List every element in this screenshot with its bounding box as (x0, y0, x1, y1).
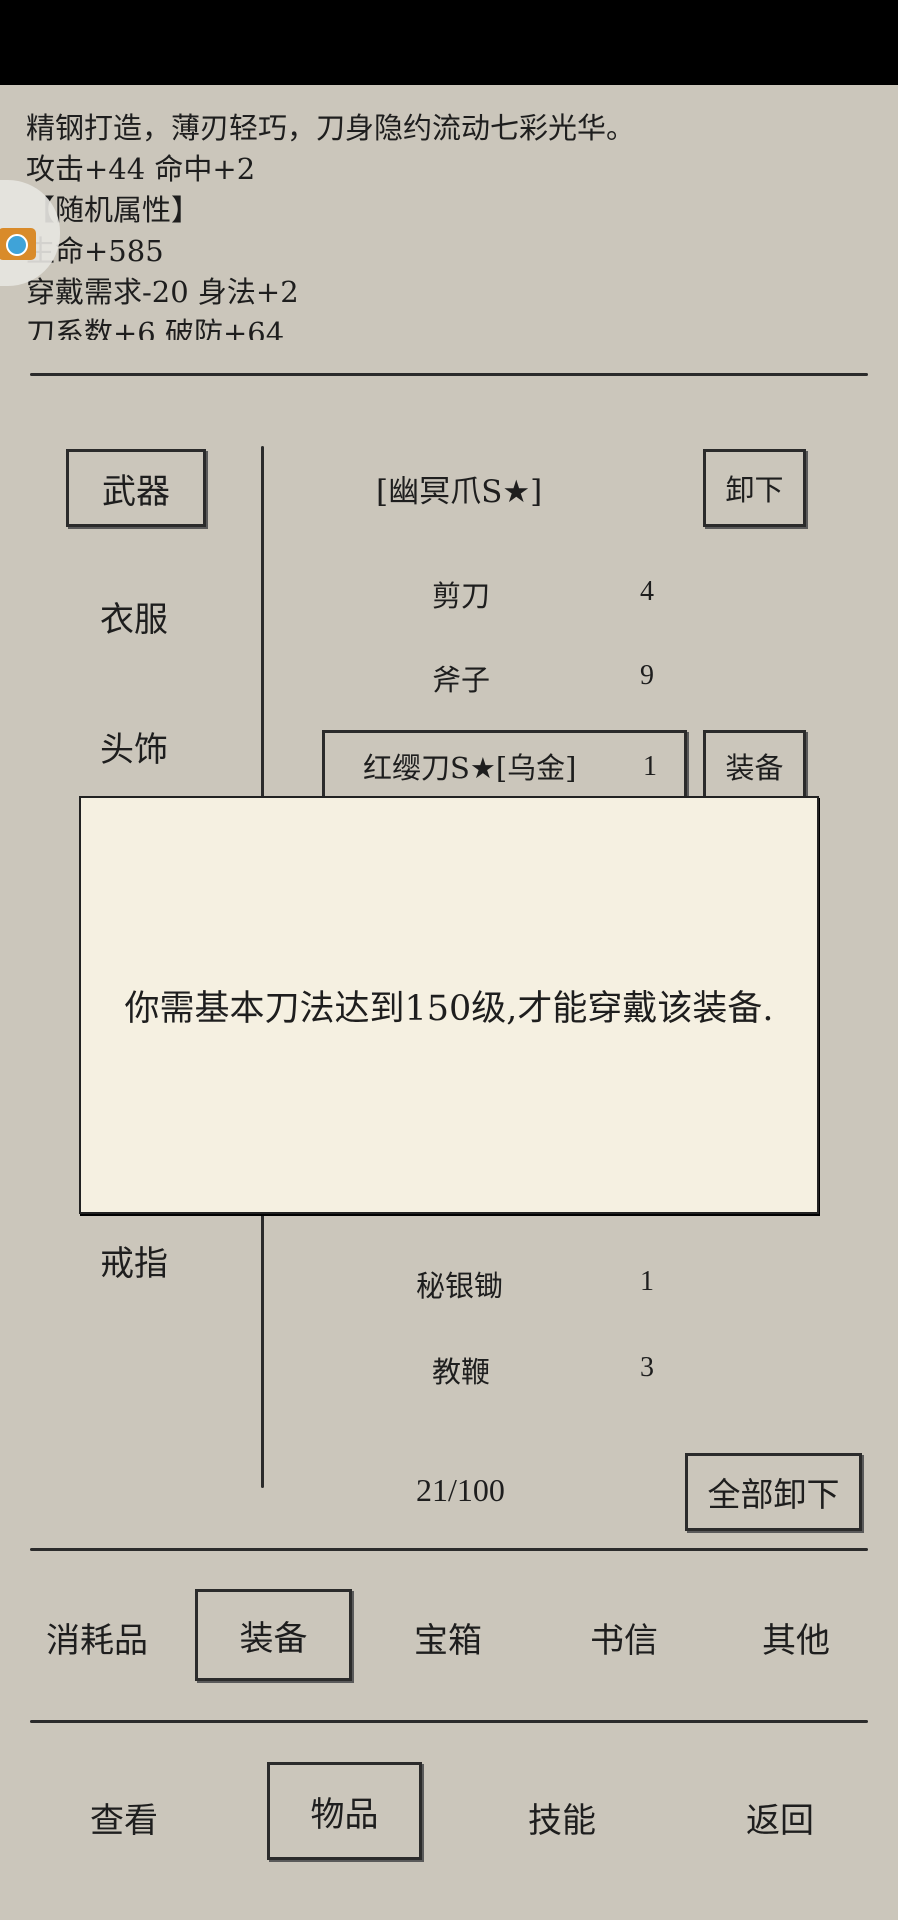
list-item-name[interactable]: 斧子 (432, 663, 491, 697)
category-weapon-label: 武器 (102, 471, 170, 512)
description-line: 刀系数+6 破防+64 (26, 316, 285, 340)
nav-back[interactable]: 返回 (746, 1801, 814, 1841)
tab-other[interactable]: 其他 (762, 1621, 830, 1661)
description-line: 精钢打造，薄刃轻巧，刀身隐约流动七彩光华。 (26, 111, 636, 145)
equip-label: 装备 (725, 751, 784, 785)
category-clothes-tab[interactable]: 衣服 (100, 600, 168, 640)
capacity-counter: 21/100 (416, 1472, 505, 1508)
equipped-item-name: [幽冥爪S★] (376, 474, 543, 510)
nav-view[interactable]: 查看 (90, 1801, 158, 1841)
description-line: 攻击+44 命中+2 (26, 152, 256, 186)
category-ring-tab[interactable]: 戒指 (100, 1244, 168, 1284)
selected-list-item[interactable]: 红缨刀S★[乌金] 1 (322, 730, 687, 802)
list-item-qty: 3 (640, 1352, 654, 1383)
tab-letters[interactable]: 书信 (590, 1621, 658, 1661)
status-bar (0, 0, 898, 85)
category-weapon-tab[interactable]: 武器 (66, 449, 206, 527)
tab-chests[interactable]: 宝箱 (414, 1621, 482, 1661)
list-item-name[interactable]: 剪刀 (432, 579, 491, 613)
nav-items-label: 物品 (310, 1794, 379, 1835)
list-item-qty: 4 (640, 576, 654, 607)
description-line: 【随机属性】 (26, 193, 201, 227)
unequip-all-button[interactable]: 全部卸下 (685, 1453, 862, 1531)
list-item-qty: 1 (640, 1266, 654, 1297)
app-icon (0, 228, 36, 260)
list-item-qty: 9 (640, 660, 654, 691)
list-item-name[interactable]: 教鞭 (432, 1355, 491, 1389)
divider (30, 1720, 868, 1723)
dialog-message: 你需基本刀法达到150级,才能穿戴该装备. (124, 988, 774, 1029)
list-item-name[interactable]: 秘银锄 (416, 1269, 504, 1303)
tab-equipment-label: 装备 (239, 1618, 308, 1659)
equip-button[interactable]: 装备 (703, 730, 806, 802)
item-description: 精钢打造，薄刃轻巧，刀身隐约流动七彩光华。 攻击+44 命中+2 【随机属性】 … (26, 108, 886, 340)
nav-items[interactable]: 物品 (267, 1762, 422, 1860)
requirement-dialog[interactable]: 你需基本刀法达到150级,才能穿戴该装备. (79, 796, 819, 1214)
unequip-label: 卸下 (725, 473, 784, 507)
divider (30, 373, 868, 376)
list-item-name: 红缨刀S★[乌金] (363, 751, 577, 785)
divider (30, 1548, 868, 1551)
list-item-qty: 1 (643, 751, 657, 782)
tab-equipment[interactable]: 装备 (195, 1589, 352, 1681)
tab-consumables[interactable]: 消耗品 (46, 1621, 148, 1661)
category-headwear-tab[interactable]: 头饰 (100, 730, 168, 770)
unequip-button[interactable]: 卸下 (703, 449, 806, 527)
description-line: 生命+585 (26, 234, 164, 268)
unequip-all-label: 全部卸下 (707, 1475, 840, 1514)
nav-skills[interactable]: 技能 (528, 1801, 596, 1841)
description-line: 穿戴需求-20 身法+2 (26, 275, 299, 309)
